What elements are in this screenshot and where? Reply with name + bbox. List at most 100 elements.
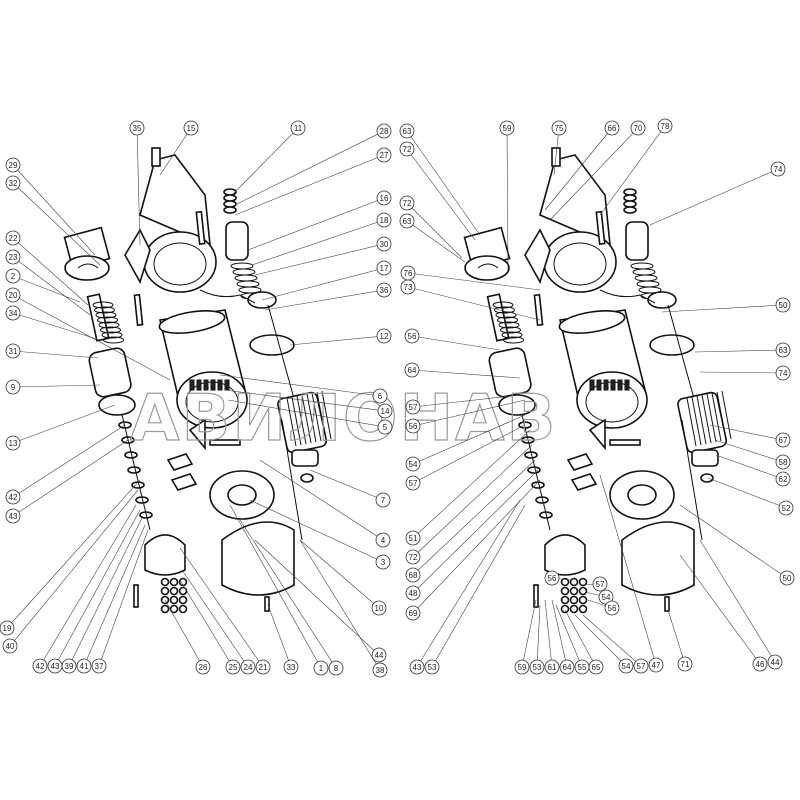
callout-number: 57: [409, 479, 418, 488]
callout-circle: [313, 660, 329, 676]
leader-line: [39, 504, 137, 667]
callout-circle: [5, 268, 21, 284]
right-callout-50: 50: [679, 504, 795, 586]
spring-coil: [94, 306, 115, 314]
spring-coil: [492, 301, 514, 309]
washer: [700, 473, 714, 483]
callout-number: 36: [380, 286, 389, 295]
callout-number: 13: [9, 439, 18, 448]
solenoid-end: [498, 394, 536, 416]
right-callout-43: 43: [409, 499, 521, 675]
callout-number: 57: [596, 580, 605, 589]
leader-line: [649, 168, 779, 226]
left-callout-6: 6: [219, 374, 388, 404]
right-callout-59: 59: [514, 599, 537, 675]
callout-circle: [405, 549, 421, 565]
leader-line: [254, 243, 385, 276]
callout-number: 25: [229, 663, 238, 672]
pinion-clutch: [625, 221, 649, 261]
washer: [127, 466, 141, 474]
leader-line: [412, 444, 533, 558]
leader-line: [227, 399, 386, 428]
callout-circle: [183, 120, 199, 136]
callout-number: 64: [408, 366, 417, 375]
left-callout-26: 26: [164, 599, 211, 675]
left-callout-37: 37: [91, 529, 149, 674]
starter-assembly-right: [463, 147, 732, 614]
right-callout-75: 75: [551, 120, 567, 176]
housing-flange: [143, 231, 217, 293]
callout-circle: [5, 249, 21, 265]
right-callout-44: 44: [699, 539, 783, 670]
callout-circle: [588, 659, 604, 675]
callout-circle: [399, 123, 415, 139]
left-callout-4: 4: [259, 459, 391, 548]
leader-line: [239, 519, 337, 669]
mounting-lug: [124, 228, 151, 285]
callout-number: 76: [404, 269, 413, 278]
leader-line: [12, 439, 129, 517]
leader-line: [411, 335, 501, 351]
callout-circle: [633, 658, 649, 674]
callout-number: 9: [11, 383, 16, 392]
callout-circle: [255, 659, 271, 675]
callout-circle: [399, 213, 415, 229]
armature-slot: [291, 396, 302, 446]
callout-circle: [376, 328, 392, 344]
leader-line: [599, 474, 657, 666]
left-callout-22: 22: [5, 230, 89, 306]
terminal-stud: [121, 414, 151, 531]
callout-number: 40: [6, 642, 15, 651]
callout-circle: [775, 342, 791, 358]
ring: [623, 206, 637, 214]
callout-circle: [61, 658, 77, 674]
right-callout-72: 72: [399, 141, 476, 241]
nut: [569, 577, 579, 587]
nut: [160, 577, 170, 587]
callout-circle: [405, 475, 421, 491]
leader-line: [249, 499, 384, 563]
leader-line: [412, 429, 531, 539]
right-callout-56: 56: [587, 599, 620, 616]
right-callout-78: 78: [599, 118, 673, 216]
field-pole: [617, 379, 623, 391]
leader-line: [564, 609, 597, 668]
right-callout-74: 74: [649, 161, 786, 226]
ring: [223, 188, 237, 196]
pivot-pin: [151, 147, 161, 167]
leader-line: [416, 499, 521, 668]
callout-number: 31: [9, 347, 18, 356]
leader-line: [264, 289, 385, 311]
ring: [623, 194, 637, 202]
callout-circle: [405, 567, 421, 583]
callout-number: 39: [65, 662, 74, 671]
callout-circle: [424, 659, 440, 675]
callout-number: 57: [409, 403, 418, 412]
bush: [627, 484, 657, 506]
field-pole: [217, 379, 223, 391]
right-callout-51: 51: [405, 429, 531, 546]
leader-line: [551, 599, 568, 668]
callout-circle: [5, 343, 21, 359]
leader-line: [54, 509, 141, 667]
left-callout-42: 42: [32, 504, 137, 674]
nut: [578, 577, 588, 587]
callout-circle: [630, 120, 646, 136]
leader-line: [412, 424, 526, 484]
intermediate-bearing: [249, 334, 295, 356]
callout-number: 56: [608, 604, 617, 613]
callout-number: 54: [409, 460, 418, 469]
right-callout-56: 56: [544, 570, 571, 586]
right-callout-54: 54: [574, 614, 634, 674]
callout-number: 24: [244, 663, 253, 672]
leader-line: [694, 349, 784, 353]
brush: [170, 473, 198, 491]
callout-number: 61: [548, 663, 557, 672]
leader-line: [68, 517, 143, 667]
right-callout-63: 63: [399, 123, 481, 236]
callout-number: 43: [9, 512, 18, 521]
leader-line: [412, 469, 539, 594]
callout-number: 12: [380, 332, 389, 341]
